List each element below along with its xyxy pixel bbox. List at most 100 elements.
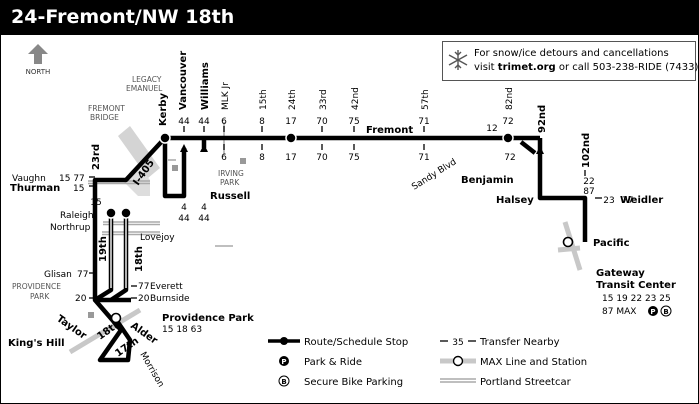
max-station-gateway — [562, 236, 574, 248]
svg-text:4: 4 — [181, 203, 187, 213]
street-18th: 18th — [134, 246, 145, 272]
park-ride-icon — [648, 306, 658, 316]
landmark-legacy-1: LEGACY — [132, 75, 162, 84]
svg-text:B: B — [663, 308, 668, 316]
stop-82nd — [502, 132, 514, 144]
notice-box — [442, 41, 696, 81]
street-15th: 15th — [259, 89, 269, 110]
street-57th: 57th — [421, 89, 431, 110]
stop-providence-park: Providence Park — [162, 313, 254, 324]
schedule-stops — [105, 132, 514, 219]
street-northrup: Northrup — [50, 223, 91, 233]
landmark-providence-1: PROVIDENCE — [12, 282, 61, 291]
svg-text:44: 44 — [198, 117, 210, 127]
svg-text:8: 8 — [259, 117, 265, 127]
svg-text:12: 12 — [486, 124, 497, 134]
transfer-numbers-left: 15 77 15 77 77 20 20 15 18 63 15 19 22 2… — [59, 174, 671, 335]
legacy-landmark — [172, 165, 178, 171]
svg-text:17: 17 — [285, 117, 296, 127]
max-line — [68, 221, 583, 355]
street-mlk: MLK Jr — [221, 82, 231, 110]
street-burnside: Burnside — [150, 294, 190, 304]
providence-landmark — [88, 312, 94, 318]
street-kerby: Kerby — [158, 93, 169, 126]
svg-text:6: 6 — [221, 153, 227, 163]
title-bar: 24-Fremont/NW 18th — [1, 1, 698, 35]
svg-text:B: B — [281, 378, 286, 386]
landmark-labels: LEGACY EMANUEL FREMONT BRIDGE IRVING PAR… — [12, 75, 244, 301]
notice-line1: For snow/ice detours and cancellations — [474, 48, 669, 59]
svg-text:15 77: 15 77 — [59, 174, 85, 184]
svg-text:87 MAX: 87 MAX — [602, 307, 636, 317]
svg-text:35: 35 — [452, 338, 463, 348]
direction-arrows — [180, 144, 544, 154]
trimet-link[interactable]: trimet.org — [498, 62, 556, 73]
svg-text:44: 44 — [198, 214, 210, 224]
svg-text:20: 20 — [75, 294, 87, 304]
street-weidler: Weidler — [620, 195, 663, 206]
street-lovejoy: Lovejoy — [140, 233, 175, 243]
svg-text:71: 71 — [418, 117, 429, 127]
landmark-irving-2: PARK — [220, 178, 240, 187]
street-42nd: 42nd — [351, 87, 361, 110]
svg-text:77: 77 — [622, 196, 633, 206]
svg-text:70: 70 — [316, 153, 328, 163]
street-82nd: 82nd — [505, 87, 515, 110]
svg-text:87: 87 — [583, 187, 594, 197]
svg-text:8: 8 — [259, 153, 265, 163]
street-23rd: 23rd — [91, 144, 102, 170]
legend-max-label: MAX Line and Station — [480, 357, 587, 368]
landmark-fremont-bridge-1: FREMONT — [88, 104, 125, 113]
gateway-icons: P B — [648, 305, 672, 317]
svg-text:20: 20 — [138, 294, 150, 304]
street-vancouver: Vancouver — [178, 51, 189, 110]
street-vaughn: Vaughn — [12, 174, 46, 184]
stop-raleigh-19th — [105, 207, 117, 219]
irving-landmark — [240, 158, 246, 164]
stop-24th — [285, 132, 297, 144]
svg-text:15: 15 — [90, 198, 101, 208]
north-arrow-icon — [28, 44, 48, 64]
gateway-line1: Gateway — [596, 268, 645, 279]
legend-park-ride-icon — [279, 356, 289, 366]
street-33rd: 33rd — [319, 89, 329, 110]
svg-text:15: 15 — [73, 184, 84, 194]
svg-text:44: 44 — [178, 214, 190, 224]
transfer-numbers: 44 44 6 8 17 70 75 71 72 6 8 17 70 75 71… — [90, 117, 614, 224]
landmark-irving-1: IRVING — [218, 169, 244, 178]
street-thurman: Thurman — [10, 183, 60, 194]
legend-transfer-label: Transfer Nearby — [479, 337, 560, 348]
svg-text:75: 75 — [348, 153, 359, 163]
svg-text:72: 72 — [504, 153, 515, 163]
bike-parking-icon — [660, 305, 672, 317]
gateway-line2: Transit Center — [596, 280, 676, 291]
street-raleigh: Raleigh — [60, 211, 94, 221]
svg-text:6: 6 — [221, 117, 227, 127]
street-92nd: 92nd — [537, 105, 548, 133]
snowflake-icon — [448, 50, 468, 70]
svg-text:22: 22 — [583, 177, 594, 187]
svg-text:15 19 22 23 25: 15 19 22 23 25 — [602, 294, 671, 304]
street-fremont: Fremont — [366, 125, 413, 136]
street-pacific: Pacific — [593, 238, 630, 249]
notice-line2: visit trimet.org or call 503-238-RIDE (7… — [474, 62, 699, 73]
kings-hill-label: King's Hill — [8, 338, 65, 349]
legend: Route/Schedule Stop P Park & Ride B Secu… — [268, 337, 587, 388]
svg-text:15 18 63: 15 18 63 — [162, 325, 202, 335]
street-19th: 19th — [98, 236, 109, 262]
legend-bike-icon — [278, 375, 290, 387]
svg-text:75: 75 — [348, 117, 359, 127]
street-williams: Williams — [200, 62, 211, 110]
street-russell: Russell — [210, 191, 250, 202]
fremont-bridge-band — [118, 126, 160, 178]
svg-text:23: 23 — [603, 196, 614, 206]
street-glisan: Glisan — [44, 270, 72, 280]
legend-stop-icon — [280, 337, 288, 345]
legend-streetcar-label: Portland Streetcar — [480, 377, 572, 388]
stop-raleigh-18th — [120, 207, 132, 219]
svg-text:P: P — [281, 358, 286, 366]
svg-text:71: 71 — [418, 153, 429, 163]
svg-text:17: 17 — [285, 153, 296, 163]
legend-route-label: Route/Schedule Stop — [304, 337, 408, 348]
